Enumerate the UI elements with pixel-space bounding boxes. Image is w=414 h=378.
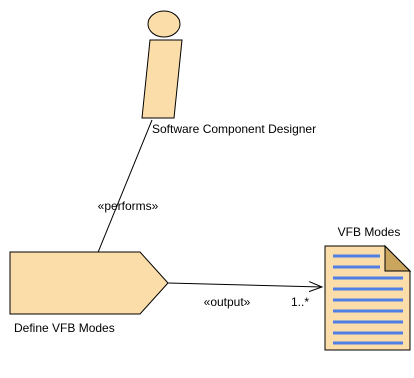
role-label: Software Component Designer [152,122,316,136]
output-arrowhead [308,281,324,293]
edge-output: «output» 1..* [167,281,324,309]
performs-line [89,119,153,273]
document-text-lines [333,254,403,345]
artifact-label: VFB Modes [338,225,401,239]
output-line [167,282,323,288]
performs-label: «performs» [98,199,159,213]
document-fold-corner [384,244,412,272]
document-icon [324,245,411,351]
output-multiplicity: 1..* [291,295,309,309]
task-label: Define VFB Modes [14,321,115,335]
task-shape [9,251,169,315]
task-define-vfb-modes[interactable]: Define VFB Modes [9,251,169,335]
role-head-shape [147,10,181,38]
role-body-shape [141,39,183,119]
role-software-component-designer[interactable]: Software Component Designer [141,10,316,136]
artifact-vfb-modes[interactable]: VFB Modes [324,225,412,351]
output-label: «output» [204,295,251,309]
edge-performs: «performs» [86,119,159,273]
